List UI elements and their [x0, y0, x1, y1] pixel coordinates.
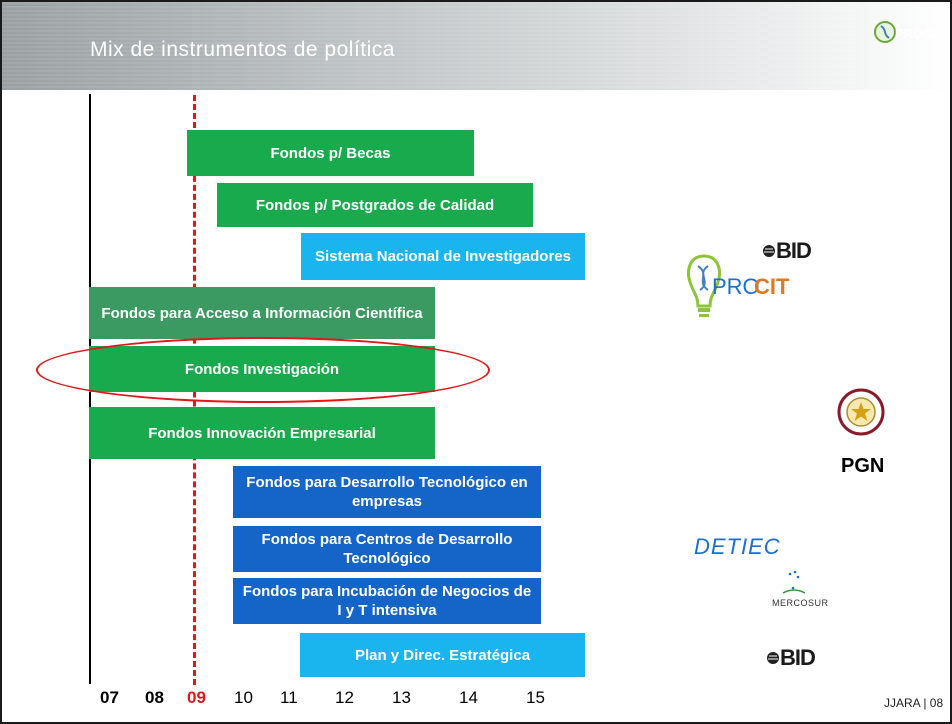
seal-icon [837, 388, 885, 436]
bar-label: Fondos para Centros de Desarrollo Tecnol… [261, 531, 513, 567]
bid-logo-bottom: BID [766, 645, 816, 671]
tick-10: 10 [234, 688, 253, 707]
tick-11: 11 [280, 688, 298, 707]
bar-label: Fondos para Acceso a Información Científ… [101, 304, 423, 322]
procit-bulb-icon [687, 254, 721, 317]
tick-12: 12 [335, 688, 354, 707]
tick-07: 07 [100, 688, 119, 707]
mercosur-stars-icon [782, 570, 806, 594]
tick-13: 13 [392, 688, 411, 707]
bar-sistema-investigadores: Sistema Nacional de Investigadores [301, 233, 585, 280]
bar-label: Sistema Nacional de Investigadores [315, 248, 571, 265]
svg-text:PROCIT: PROCIT [895, 26, 944, 41]
globe-icon [763, 245, 775, 257]
globe-icon [767, 652, 779, 664]
procit-pro-text: PRO [712, 274, 760, 299]
bar-plan-direc: Plan y Direc. Estratégica [300, 633, 585, 677]
bar-fondos-postgrados: Fondos p/ Postgrados de Calidad [217, 183, 533, 227]
tick-14: 14 [459, 688, 478, 707]
bid-text: BID [776, 238, 812, 263]
pgn-label: PGN [841, 455, 885, 477]
bar-centros-desarrollo: Fondos para Centros de Desarrollo Tecnol… [233, 526, 541, 572]
tick-09: 09 [187, 688, 206, 707]
slide-title: Mix de instrumentos de política [90, 38, 395, 61]
bar-label: Fondos para Desarrollo Tecnológico en em… [246, 474, 528, 510]
bar-label: Fondos para Incubación de Negocios de I … [242, 583, 532, 619]
procit-logo-icon: PROCIT [874, 21, 944, 43]
bid-text: BID [780, 645, 816, 670]
mercosur-label: MERCOSUR [772, 598, 829, 608]
bar-fondos-becas: Fondos p/ Becas [187, 130, 474, 176]
detiec-label: DETIEC [694, 534, 781, 559]
bar-label: Fondos p/ Becas [270, 144, 391, 162]
footer-text: JJARA | 08 [884, 696, 944, 710]
procit-cit-text: CIT [754, 274, 790, 299]
bar-label: Fondos Innovación Empresarial [148, 424, 376, 442]
highlight-ellipse [36, 337, 490, 403]
tick-15: 15 [526, 688, 545, 707]
procit-logo: PRO CIT [684, 252, 804, 322]
tick-08: 08 [145, 688, 164, 707]
bar-incubacion-negocios: Fondos para Incubación de Negocios de I … [233, 578, 541, 624]
bar-acceso-informacion: Fondos para Acceso a Información Científ… [89, 287, 435, 339]
bar-label: Fondos p/ Postgrados de Calidad [255, 196, 495, 214]
bar-desarrollo-tecnologico: Fondos para Desarrollo Tecnológico en em… [233, 466, 541, 518]
bar-innovacion-empresarial: Fondos Innovación Empresarial [89, 407, 435, 459]
bid-logo-top: BID [762, 238, 812, 264]
header-bar: Mix de instrumentos de política PROCIT [2, 2, 950, 90]
bar-label: Plan y Direc. Estratégica [354, 646, 531, 664]
